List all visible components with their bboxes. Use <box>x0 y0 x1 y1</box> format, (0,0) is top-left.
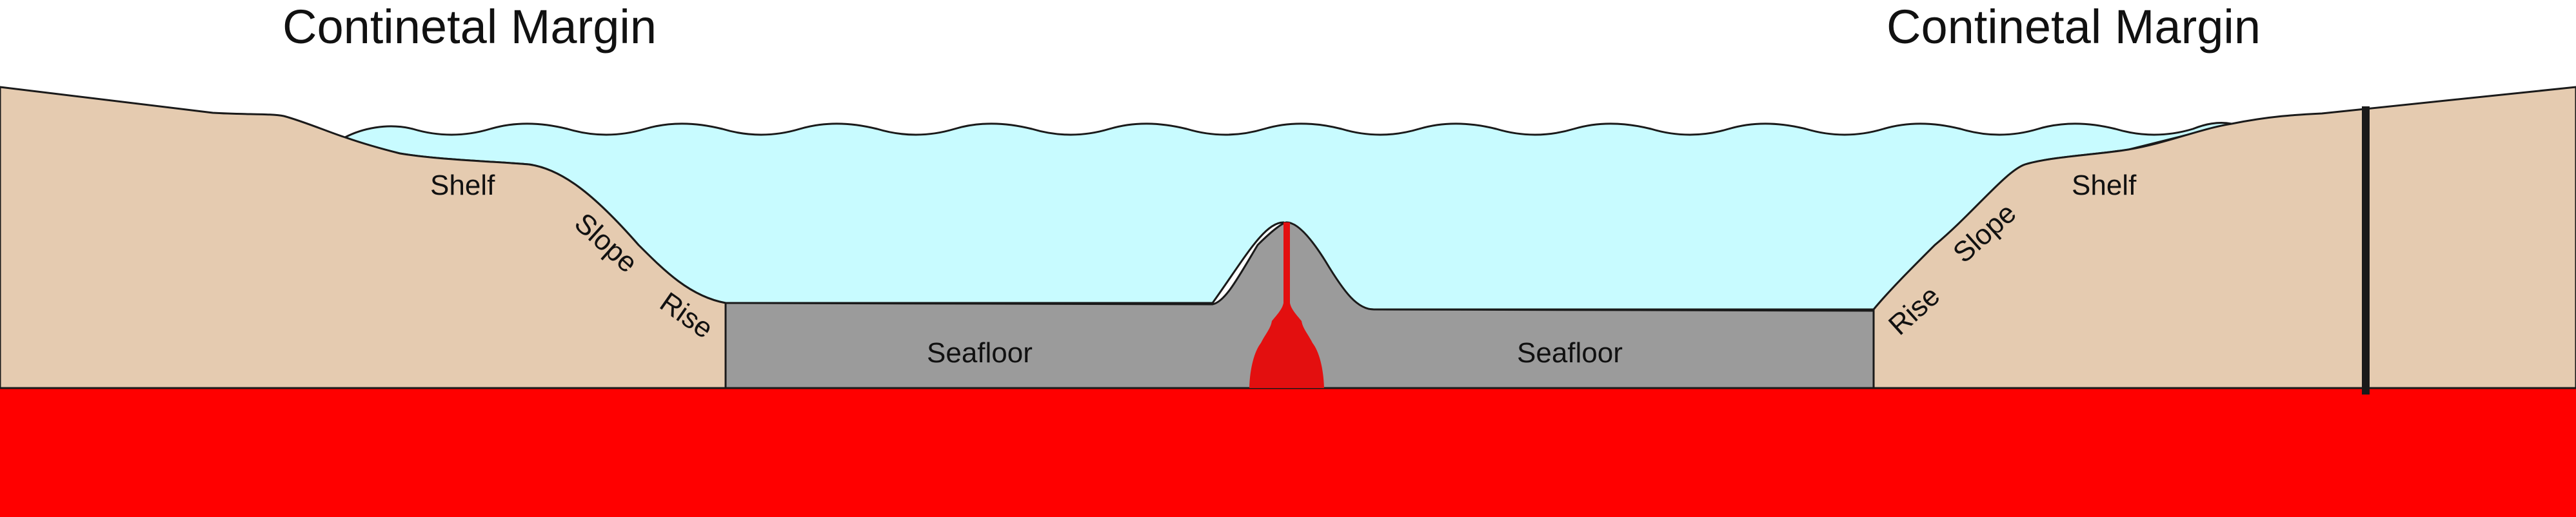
seafloor-right <box>1285 221 1875 389</box>
label-shelf-left: Shelf <box>430 170 495 201</box>
magma-plume <box>1249 222 1324 388</box>
label-seafloor-left: Seafloor <box>927 337 1033 369</box>
label-seafloor-right: Seafloor <box>1517 337 1623 369</box>
continent-right <box>1872 86 2576 389</box>
label-shelf-right: Shelf <box>2072 170 2137 201</box>
heading-right: Continetal Margin <box>1887 0 2261 54</box>
mantle-layer <box>0 387 2576 517</box>
continent-left <box>0 86 727 389</box>
heading-left: Continetal Margin <box>282 0 657 54</box>
